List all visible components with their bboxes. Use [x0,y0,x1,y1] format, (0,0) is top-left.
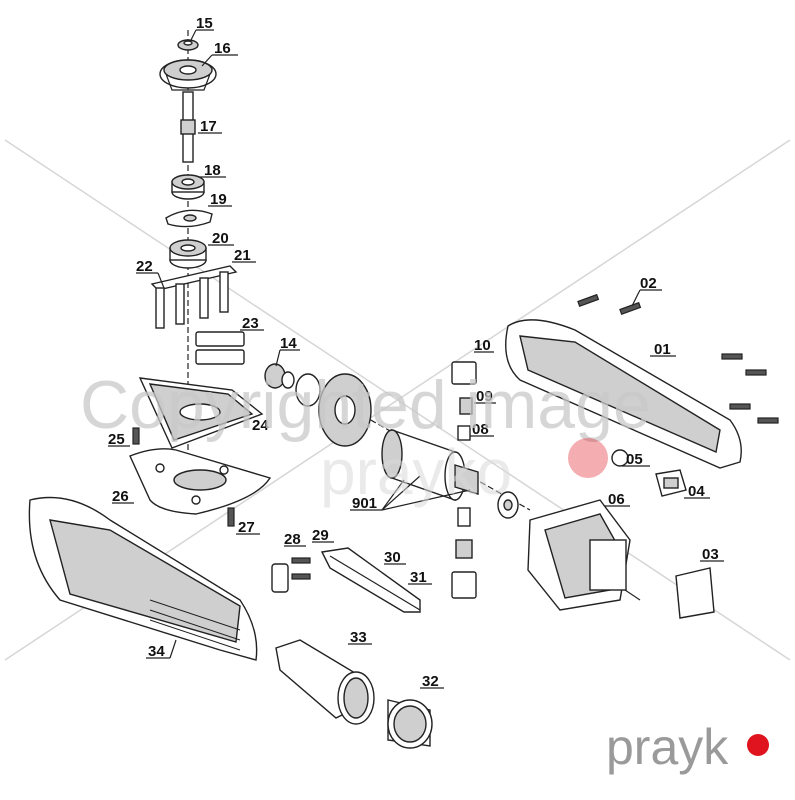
brand-dot-icon [747,734,769,756]
part-23-pads [195,331,245,365]
part-05-sleeve [611,449,629,467]
label-31: 31 [410,569,427,586]
brush-holder-parts [451,361,477,599]
label-16: 16 [214,40,231,57]
label-02: 02 [640,275,657,292]
label-14: 14 [280,335,297,352]
label-32: 32 [422,673,439,690]
label-33: 33 [350,629,367,646]
part-21-22-frame [150,265,238,329]
part-26-sanding-pad [129,448,272,515]
part-32-ring [387,699,433,749]
part-labels: 15 16 17 18 19 20 21 22 23 14 24 25 26 2… [108,15,719,690]
part-02-screws [577,293,779,424]
leader-lines [108,29,724,689]
part-34-housing-left [28,496,258,661]
label-34: 34 [148,643,165,660]
part-25-screw [132,427,140,445]
part-01-housing [505,319,742,469]
label-04: 04 [688,483,705,500]
label-09: 09 [476,388,493,405]
part-15-nut [177,39,199,51]
brand-logo: prayk [606,719,769,775]
label-27: 27 [238,519,255,536]
label-01: 01 [654,341,671,358]
part-28-clamp [271,563,289,593]
part-33-sleeve [275,639,375,725]
part-18-bearing [171,174,205,200]
part-06-stator [527,499,641,611]
label-10: 10 [474,337,491,354]
label-23: 23 [242,315,259,332]
part-19-eccentric [165,209,213,228]
part-03-cover [675,567,715,619]
part-16-bevel-gear [159,59,217,91]
label-24: 24 [252,417,269,434]
label-25: 25 [108,431,125,448]
label-26: 26 [112,488,129,505]
part-901-armature [295,373,531,519]
label-06: 06 [608,491,625,508]
watermark-dot [568,438,608,478]
label-19: 19 [210,191,227,208]
label-18: 18 [204,162,221,179]
part-29-screws [291,557,311,580]
label-17: 17 [200,118,217,135]
watermark-subtext: prayko [320,436,512,508]
label-29: 29 [312,527,329,544]
label-03: 03 [702,546,719,563]
part-17-shaft [180,91,196,163]
part-20-bearing [169,239,207,269]
label-30: 30 [384,549,401,566]
label-22: 22 [136,258,153,275]
watermark-text: Copyrighted image [80,367,651,443]
label-08: 08 [472,421,489,438]
label-20: 20 [212,230,229,247]
label-21: 21 [234,247,251,264]
part-04-switch [655,469,687,497]
part-30-31-nozzle-shaft [320,547,421,613]
label-901: 901 [352,495,377,512]
part-24-base-plate [138,377,264,449]
part-14-pinion [264,363,295,389]
gear-stack [129,30,272,527]
label-05: 05 [626,451,643,468]
label-15: 15 [196,15,213,32]
brand-text: prayk [606,719,729,775]
part-27-screw [227,507,235,527]
label-28: 28 [284,531,301,548]
